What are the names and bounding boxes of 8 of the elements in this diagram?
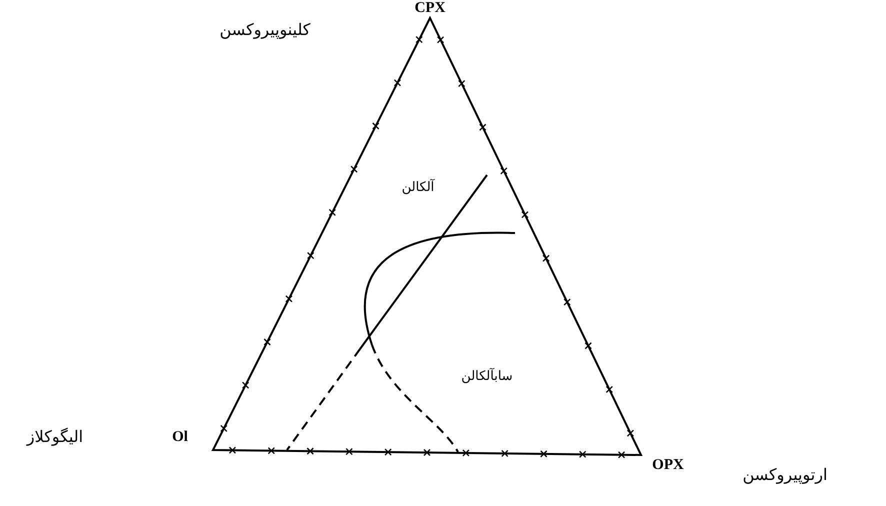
region-label: سابآلکالن	[461, 370, 513, 384]
vertex-label: OPX	[652, 456, 684, 474]
region-label: آلکالن	[402, 180, 434, 196]
handwritten-label: ارتوپیروکسن	[742, 466, 828, 484]
handwritten-label: الیگوکلاز	[26, 428, 84, 446]
handwritten-label: کلینوپیروکسن	[220, 21, 310, 39]
vertex-label: Ol	[172, 428, 188, 446]
vertex-label: CPX	[414, 0, 446, 16]
